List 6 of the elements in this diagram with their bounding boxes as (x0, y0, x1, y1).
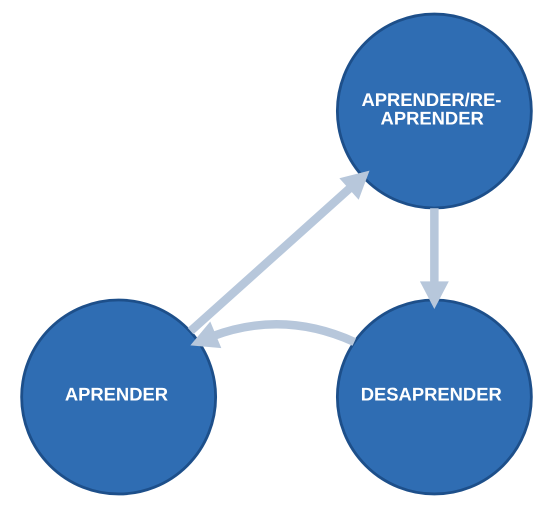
node-circle: APRENDER (20, 298, 217, 496)
node-circle: APRENDER/RE-APRENDER (335, 12, 532, 210)
node-circle: DESAPRENDER (335, 298, 532, 496)
arrow (190, 320, 356, 348)
arrow (187, 170, 370, 334)
arrow (419, 208, 448, 309)
